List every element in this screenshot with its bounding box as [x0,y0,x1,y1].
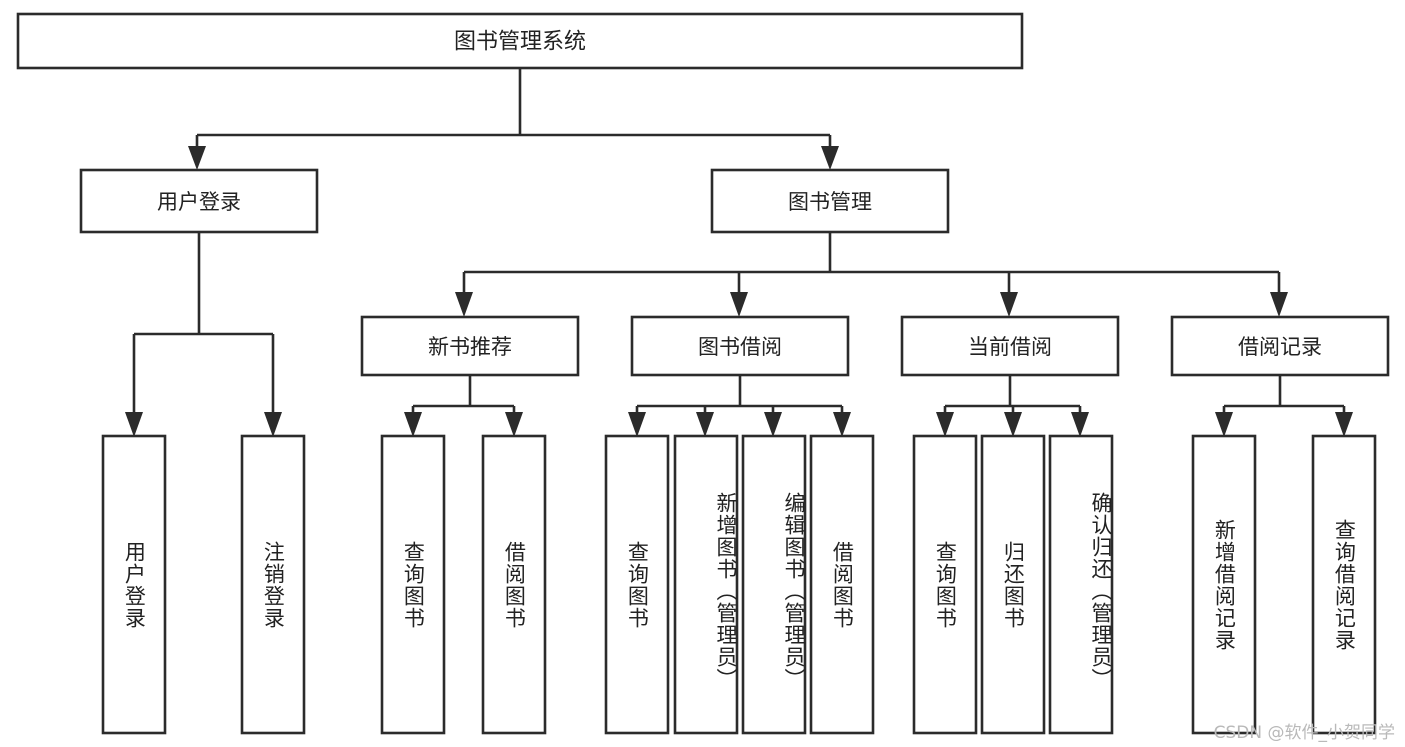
leaf-rect-cb-query-book[interactable] [912,434,978,735]
node-book-borrow-rect [630,315,850,377]
leaf-rect-cb-return-book[interactable] [980,434,1046,735]
leaf-rect-user-logout[interactable] [240,434,306,735]
node-current-borrow-label: 当前借阅 [968,335,1052,359]
arrowhead-leaf-user-login [125,412,143,437]
arrowhead-book-borrow [730,292,748,317]
leaf-rect-bb-query-book[interactable] [604,434,670,735]
arrowhead-nbr-leaf-2 [505,412,523,437]
arrowhead-new-book-recommend [455,292,473,317]
arrowhead-user-login [188,146,206,170]
arrowhead-cb-leaf-3 [1071,412,1089,437]
connector-group-book-management [455,232,1288,317]
node-root-rect [16,12,1024,70]
node-user-login-label: 用户登录 [157,190,241,214]
leaf-rect-cb-confirm[interactable] [1048,434,1114,735]
node-root-label: 图书管理系统 [454,30,586,55]
arrowhead-borrow-record [1270,292,1288,317]
node-current-borrow-rect [900,315,1120,377]
connector-group-book-borrow [628,375,851,437]
arrowhead-cb-leaf-1 [936,412,954,437]
node-user-login[interactable]: 用户登录 [79,168,319,234]
leaf-rect-br-query-record[interactable] [1311,434,1377,735]
arrowhead-book-mgmt [821,146,839,170]
arrowhead-bb-leaf-3 [764,412,782,437]
leaf-rect-br-add-record[interactable] [1191,434,1257,735]
connector-group-root [188,68,839,170]
node-book-borrow[interactable]: 图书借阅 [630,315,850,377]
node-root[interactable]: 图书管理系统 [16,12,1024,70]
connector-group-current-borrow [936,375,1089,437]
leaf-rect-nbr-query-book[interactable] [380,434,446,735]
arrowhead-bb-leaf-1 [628,412,646,437]
leaf-rect-bb-borrow-book[interactable] [809,434,875,735]
node-new-book-recommend-rect [360,315,580,377]
connector-group-new-book-recommend [404,375,523,437]
node-book-management-label: 图书管理 [788,190,872,214]
arrowhead-bb-leaf-4 [833,412,851,437]
node-borrow-record[interactable]: 借阅记录 [1170,315,1390,377]
arrowhead-br-leaf-2 [1335,412,1353,437]
arrowhead-br-leaf-1 [1215,412,1233,437]
leaf-rect-bb-edit-book[interactable] [741,434,807,735]
connector-group-borrow-record [1215,375,1353,437]
node-new-book-recommend-label: 新书推荐 [428,335,512,359]
arrowhead-current-borrow [1000,292,1018,317]
arrowhead-nbr-leaf-1 [404,412,422,437]
node-current-borrow[interactable]: 当前借阅 [900,315,1120,377]
node-book-management[interactable]: 图书管理 [710,168,950,234]
leaf-rect-bb-add-book[interactable] [673,434,739,735]
arrowhead-cb-leaf-2 [1004,412,1022,437]
arrowhead-bb-leaf-2 [696,412,714,437]
leaf-rect-nbr-borrow-book[interactable] [481,434,547,735]
leaf-rect-group [101,434,1377,735]
connector-group-user-login [125,232,282,437]
node-book-borrow-label: 图书借阅 [698,335,782,359]
leaf-rect-user-login[interactable] [101,434,167,735]
node-borrow-record-label: 借阅记录 [1238,335,1322,359]
arrowhead-leaf-user-logout [264,412,282,437]
node-new-book-recommend[interactable]: 新书推荐 [360,315,580,377]
node-book-management-rect [710,168,950,234]
node-borrow-record-rect [1170,315,1390,377]
